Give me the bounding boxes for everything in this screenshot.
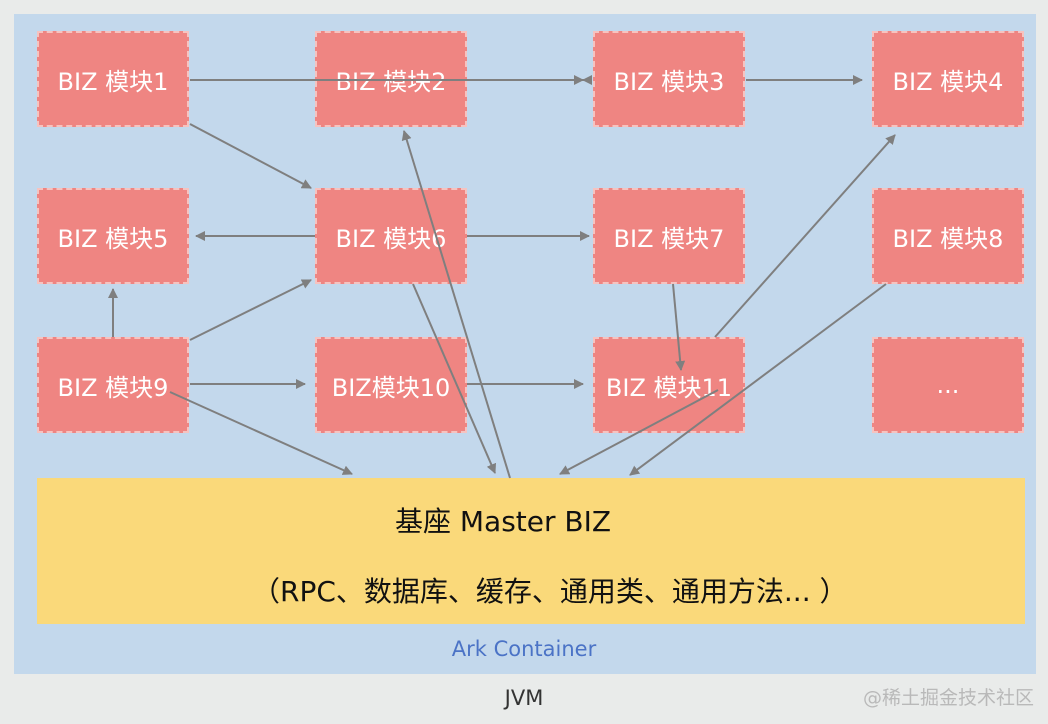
arrow-m1-to-m6 [189, 123, 312, 189]
module-6: BIZ 模块6 [315, 188, 467, 284]
ark-container-label: Ark Container [451, 637, 597, 661]
module-9: BIZ 模块9 [37, 337, 189, 433]
arrow-m8-to-master [629, 283, 887, 476]
module-5: BIZ 模块5 [37, 188, 189, 284]
master-biz-subtitle: （RPC、数据库、缓存、通用类、通用方法... ） [252, 575, 848, 608]
watermark: @稀土掘金技术社区 [862, 687, 1034, 709]
module-1: BIZ 模块1 [37, 31, 189, 127]
master-biz-title: 基座 Master BIZ [395, 505, 612, 538]
jvm-label: JVM [504, 686, 544, 710]
arrow-m6-to-master [412, 283, 497, 474]
arrow-m11-to-m4 [714, 134, 896, 338]
arrow-master-to-m2 [401, 130, 511, 479]
module-3: BIZ 模块3 [593, 31, 745, 127]
arrow-m9-to-master [169, 391, 353, 475]
module-8: BIZ 模块8 [872, 188, 1024, 284]
module-more: ... [872, 337, 1024, 433]
arrow-m11-to-master [559, 389, 719, 475]
arrow-m7-to-m11 [672, 283, 686, 371]
module-10: BIZ模块10 [315, 337, 467, 433]
module-7: BIZ 模块7 [593, 188, 745, 284]
arrow-m9-to-m6 [189, 279, 312, 341]
master-biz-box [37, 478, 1025, 624]
module-4: BIZ 模块4 [872, 31, 1024, 127]
